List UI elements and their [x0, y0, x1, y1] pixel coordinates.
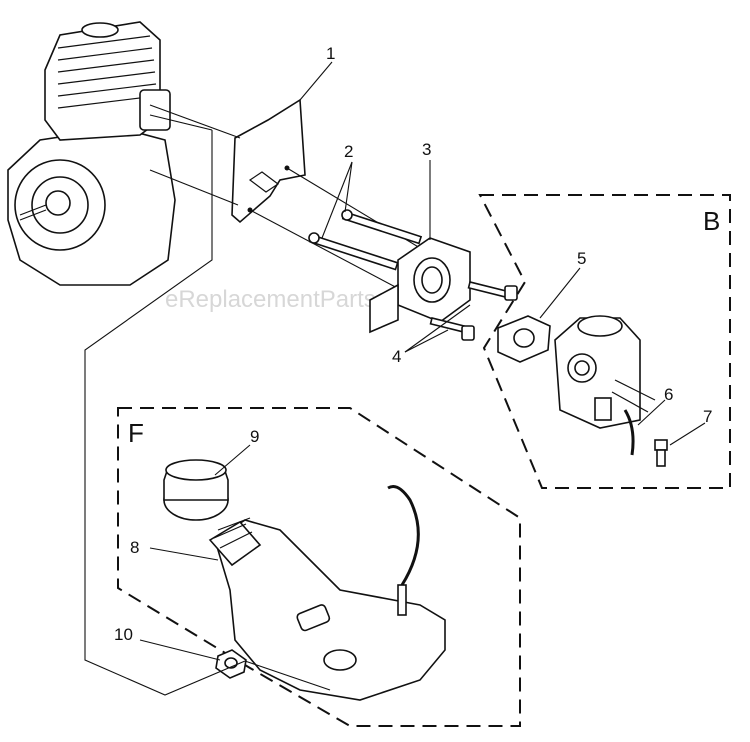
- callout-7: 7: [703, 407, 712, 426]
- callout-9: 8: [130, 538, 139, 557]
- part-4-screws: [429, 281, 518, 341]
- engine-block: [7, 21, 176, 286]
- part-6-fuel-line: [623, 409, 635, 456]
- callout-10: 10: [114, 625, 133, 644]
- callout-3: 3: [422, 140, 431, 159]
- callout-2: 2: [344, 142, 353, 161]
- part-10-grommet: [215, 649, 247, 679]
- callout-1: 1: [326, 44, 335, 63]
- carburetor: [554, 315, 656, 429]
- part-7-fitting: [654, 439, 668, 467]
- group-f-outline: [117, 407, 521, 727]
- part-9-cap: [163, 459, 229, 521]
- part-2-screws: [308, 209, 423, 271]
- callout-5: 5: [577, 249, 586, 268]
- group-label-b: B: [703, 206, 720, 236]
- part-1-gasket: [231, 98, 306, 224]
- group-label-f: F: [128, 418, 144, 448]
- callout-6: 6: [664, 385, 673, 404]
- callout-8: 9: [250, 427, 259, 446]
- group-b-outline: [478, 194, 731, 489]
- part-3-intake: [369, 237, 471, 334]
- part-5-carb-gasket: [497, 315, 551, 363]
- callout-4: 4: [392, 347, 401, 366]
- part-8-fuel-tank: [208, 485, 446, 701]
